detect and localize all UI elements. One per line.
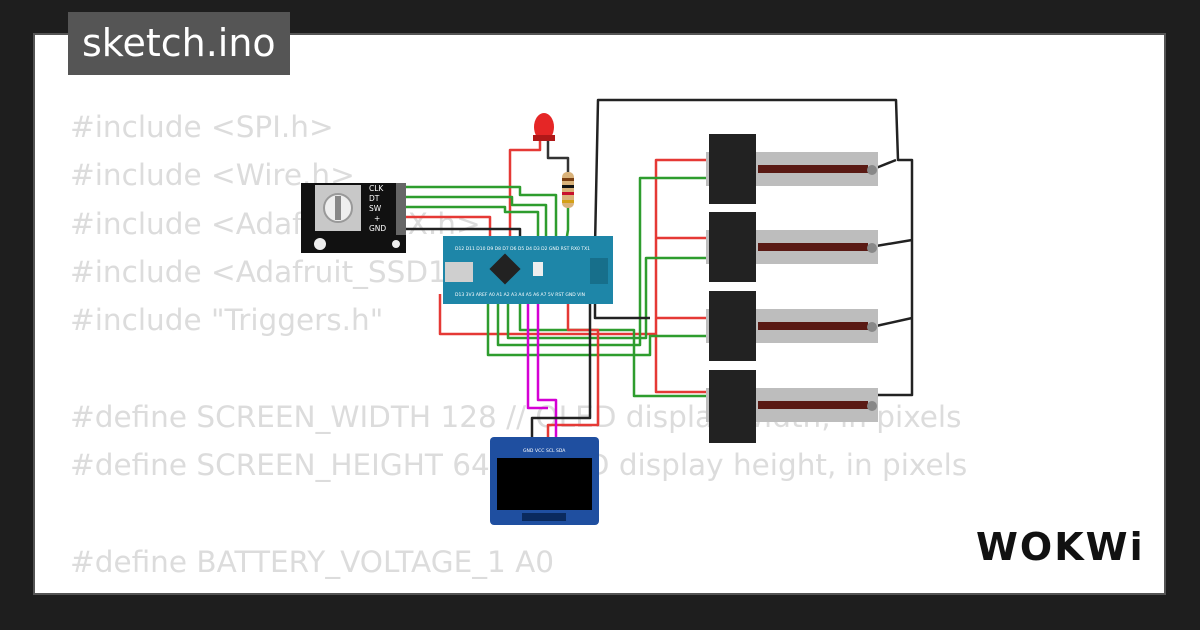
encoder-pin-label: GND	[369, 224, 386, 233]
code-line: #define BATTERY_VOLTAGE_1 A0	[70, 544, 555, 579]
oled-pin-label: SDA	[556, 448, 566, 454]
slide-potentiometer[interactable]	[706, 134, 878, 204]
code-line: #include <SPI.h>	[70, 110, 334, 144]
encoder-pin-label: +	[374, 214, 380, 223]
code-preview: #include <SPI.h>#include <Wire.h>#includ…	[70, 103, 967, 594]
oled-pin-label: SCL	[546, 448, 555, 454]
slide-potentiometer[interactable]	[706, 291, 878, 361]
encoder-pin-label: CLK	[369, 184, 384, 193]
code-line: #define BATTERY_VOLTAGE_2 A1	[70, 586, 967, 594]
encoder-pin-label: DT	[369, 194, 380, 203]
oled-display[interactable]: GND VCC SCL SDA	[490, 437, 599, 525]
file-tab[interactable]: sketch.ino	[68, 12, 290, 75]
oled-pin-label: GND	[523, 448, 534, 454]
slide-potentiometer[interactable]	[706, 212, 878, 282]
code-line: #include "Triggers.h"	[70, 303, 384, 338]
editor-preview-card: #include <SPI.h>#include <Wire.h>#includ…	[33, 33, 1166, 595]
nano-bottom-pins: D13 3V3 AREF A0 A1 A2 A3 A4 A5 A6 A7 5V …	[455, 292, 585, 298]
arduino-nano[interactable]: D12 D11 D10 D9 D8 D7 D6 D5 D4 D3 D2 GND …	[443, 236, 613, 304]
slide-potentiometer[interactable]	[706, 370, 878, 443]
wokwi-logo: WOKWi	[976, 525, 1145, 569]
rotary-encoder[interactable]: CLK DT SW + GND	[301, 183, 406, 253]
nano-top-pins: D12 D11 D10 D9 D8 D7 D6 D5 D4 D3 D2 GND …	[455, 246, 590, 252]
led[interactable]	[533, 113, 555, 141]
oled-pin-label: VCC	[535, 448, 544, 454]
resistor[interactable]	[562, 172, 574, 208]
encoder-pin-label: SW	[369, 204, 382, 213]
